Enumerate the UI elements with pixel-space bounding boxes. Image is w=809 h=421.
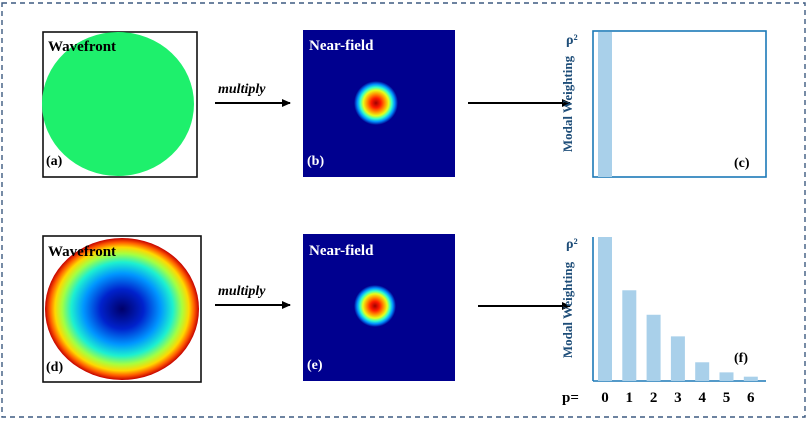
panel-label-f: (f) xyxy=(734,351,748,366)
nearfield-spot xyxy=(354,81,398,125)
weight-bar-mode-0 xyxy=(598,237,612,381)
x-tick-label-5: 5 xyxy=(723,390,731,406)
bar-group xyxy=(598,32,612,177)
weight-bar-mode-3 xyxy=(670,336,685,381)
nearfield-title: Near-field xyxy=(309,38,374,54)
weight-bar-mode-2 xyxy=(646,314,661,381)
x-tick-label-0: 0 xyxy=(601,390,609,406)
x-tick-label-4: 4 xyxy=(698,390,706,406)
panel-label-a: (a) xyxy=(46,154,63,169)
multiply-arrow-2: multiply xyxy=(215,284,291,309)
wavefront-panel-a: Wavefront (a) xyxy=(42,31,198,178)
weight-bar-mode-6 xyxy=(743,376,758,381)
weight-bar-mode-5 xyxy=(719,372,734,381)
weight-bar-mode-1 xyxy=(622,290,637,381)
x-tick-label-6: 6 xyxy=(747,390,755,406)
bar-group xyxy=(598,237,758,381)
x-tick-label-1: 1 xyxy=(626,390,634,406)
nearfield-panel-b: Near-field (b) xyxy=(303,30,455,177)
x-tick-label-2: 2 xyxy=(650,390,658,406)
y-max-label: ρ² xyxy=(566,237,578,252)
nearfield-spot xyxy=(354,285,396,327)
wavefront-title: Wavefront xyxy=(48,244,116,260)
y-axis-label: Modal Weighting xyxy=(560,261,575,358)
panel-label-e: (e) xyxy=(307,358,323,373)
wavefront-disc-curved xyxy=(45,238,199,380)
y-max-label: ρ² xyxy=(566,33,578,48)
modal-weighting-chart-c: Modal Weighting ρ² (c) xyxy=(560,30,767,178)
chart-frame xyxy=(592,30,767,178)
wavefront-title: Wavefront xyxy=(48,39,116,55)
panel-label-d: (d) xyxy=(46,360,63,375)
nearfield-panel-e: Near-field (e) xyxy=(303,234,455,381)
y-axis-label: Modal Weighting xyxy=(560,55,575,152)
weight-bar-mode-0 xyxy=(598,32,612,177)
weight-bar-mode-4 xyxy=(695,362,710,381)
multiply-label: multiply xyxy=(218,284,266,299)
wavefront-panel-d: Wavefront (d) xyxy=(42,235,202,383)
row-2: Wavefront (d) multiply Near-field (e) Mo… xyxy=(42,234,766,406)
multiply-label: multiply xyxy=(218,82,266,97)
row-1: Wavefront (a) multiply Near-field (b) Mo… xyxy=(42,30,767,178)
panel-label-b: (b) xyxy=(307,154,324,169)
nearfield-title: Near-field xyxy=(309,243,374,259)
panel-label-c: (c) xyxy=(734,156,750,171)
wavefront-disc-flat xyxy=(42,32,194,176)
multiply-arrow-1: multiply xyxy=(215,82,291,107)
x-axis-prefix: p= xyxy=(562,390,579,406)
x-tick-label-3: 3 xyxy=(674,390,682,406)
